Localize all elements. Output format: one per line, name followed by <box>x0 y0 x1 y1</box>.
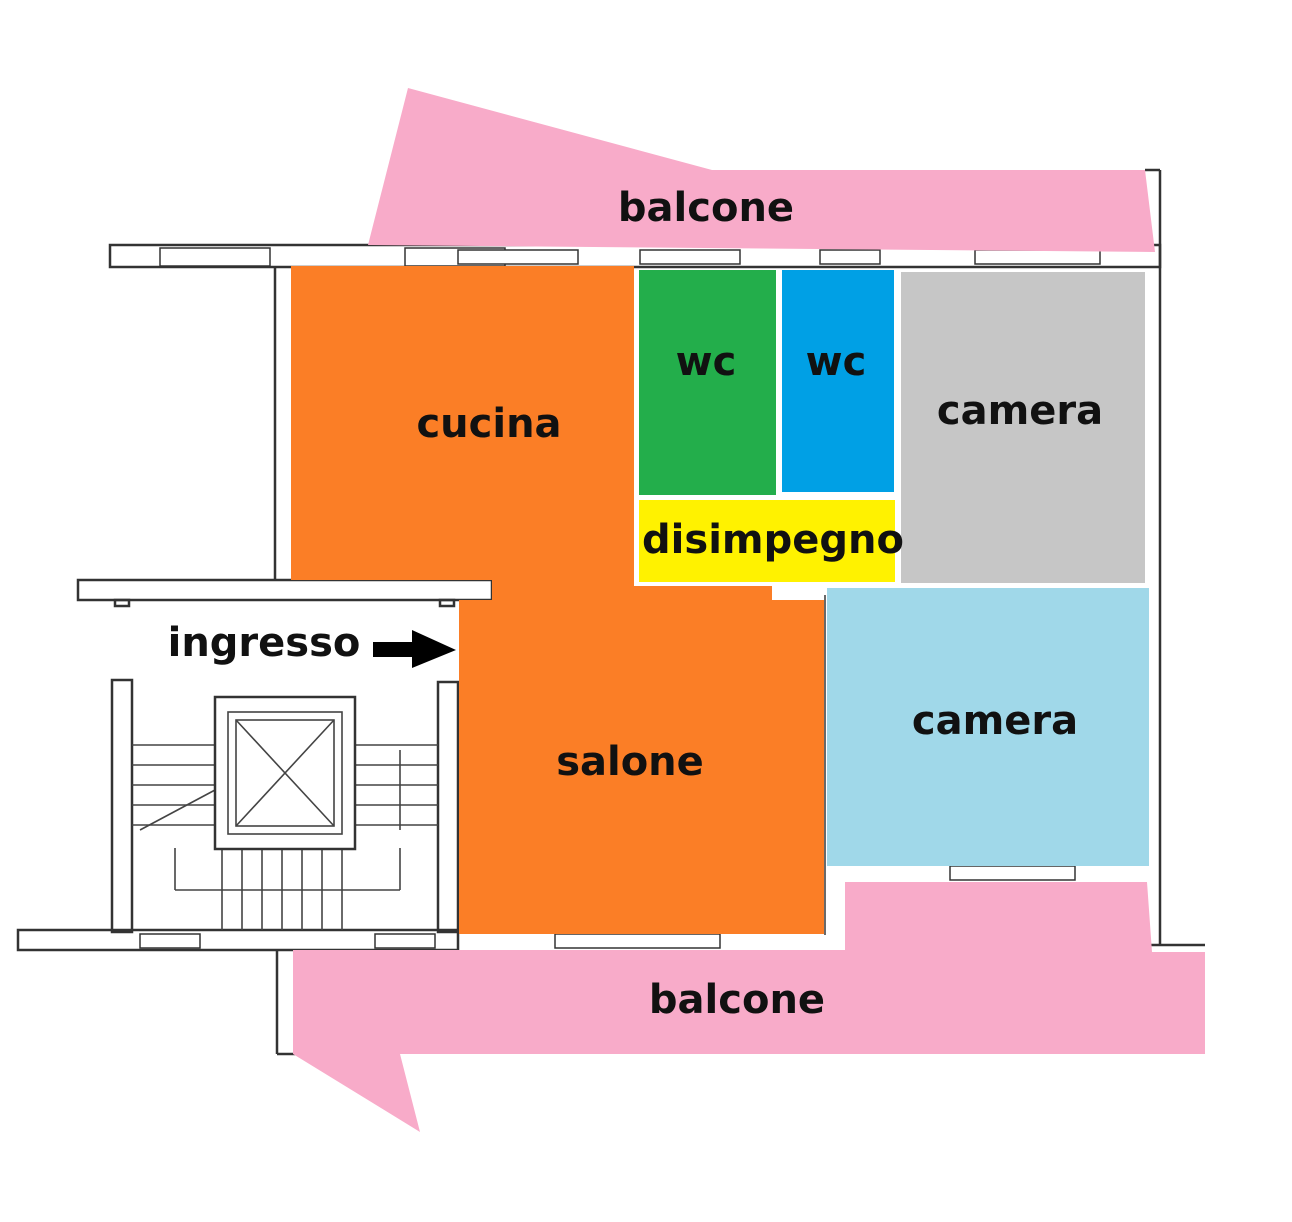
salone-label: salone <box>556 739 704 785</box>
elevator-shaft-icon <box>213 695 357 851</box>
wall-lines <box>16 168 1205 1056</box>
rooms <box>291 88 1205 1132</box>
disimpegno-room <box>639 500 895 582</box>
wc-2-label: wc <box>806 339 867 385</box>
balcone-top <box>368 88 1155 252</box>
cucina-label: cucina <box>416 401 561 447</box>
staircase-icon <box>132 744 438 930</box>
balcone-bottom-label: balcone <box>649 977 825 1023</box>
cucina-room <box>291 266 824 934</box>
camera-1-label: camera <box>937 388 1103 434</box>
room-labels: balcone cucina wc wc camera disimpegno c… <box>168 185 1104 1023</box>
balcone-top-label: balcone <box>618 185 794 231</box>
camera-2-label: camera <box>912 698 1078 744</box>
wc-room-2 <box>782 270 894 492</box>
camera-room-2 <box>827 588 1149 866</box>
balcone-bottom <box>293 882 1205 1132</box>
disimpegno-label: disimpegno <box>642 517 904 563</box>
camera-room-1 <box>901 272 1145 583</box>
ingresso-label: ingresso <box>168 620 361 666</box>
windows <box>139 247 1101 949</box>
arrow-right-icon <box>373 630 456 668</box>
wc-room-1 <box>639 270 776 495</box>
wc-1-label: wc <box>676 339 737 385</box>
